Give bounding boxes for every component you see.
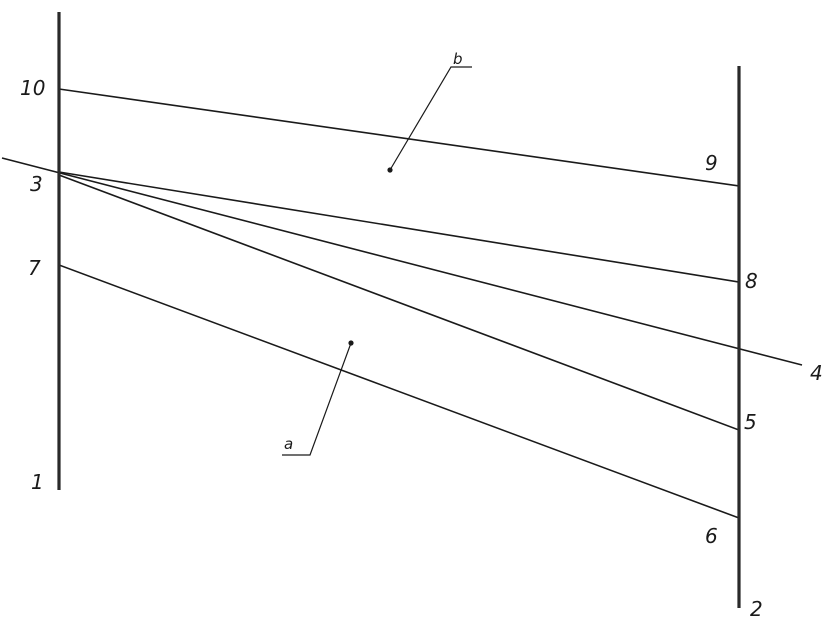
label-b: b <box>453 50 463 68</box>
label-9: 9 <box>705 151 718 175</box>
reference-line <box>1 157 803 366</box>
band-b <box>58 88 740 283</box>
leader-a <box>282 342 352 456</box>
label-10: 10 <box>20 76 45 100</box>
label-1: 1 <box>31 470 44 494</box>
label-5: 5 <box>744 410 757 434</box>
label-7: 7 <box>28 256 41 280</box>
label-4: 4 <box>810 361 823 385</box>
label-a: a <box>284 435 293 453</box>
label-3: 3 <box>30 172 43 196</box>
label-6: 6 <box>705 524 718 548</box>
leader-b <box>389 66 472 171</box>
label-2: 2 <box>750 597 763 620</box>
leader-a-dot <box>348 340 354 346</box>
label-8: 8 <box>745 269 758 293</box>
leader-b-dot <box>387 167 393 173</box>
